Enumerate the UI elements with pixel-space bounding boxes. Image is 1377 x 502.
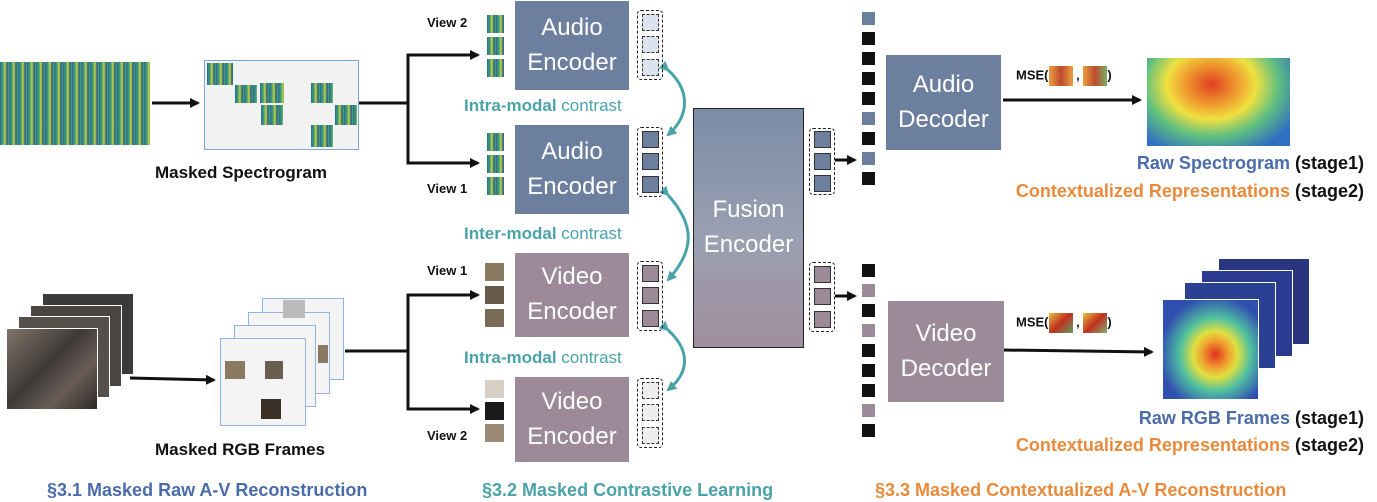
arc-intra-audio [658,60,686,137]
masked-frame-patch-side [318,345,328,363]
fusion-audio-tokens [809,128,835,195]
fusion-video-tokens [809,262,835,332]
audio-encoder-view1: Audio Encoder [515,125,629,214]
audio-decoder-token-column [862,12,875,185]
video-encoder-view1: Video Encoder [515,253,629,337]
intra-modal-audio-label: Intra-modal contrast [464,96,622,115]
video-view1-patches [485,263,504,327]
intra-modal-video-label: Intra-modal contrast [464,348,622,367]
video-decoder-token-column [862,264,875,437]
video-mse-label: MSE( , ) [1016,313,1112,333]
audio-view1-tokens [637,127,663,197]
masked-rgb-label: Masked RGB Frames [155,440,326,459]
audio-view1-label: View 1 [427,181,468,196]
section-3-1-caption: §3.1 Masked Raw A-V Reconstruction [47,480,368,500]
raw-spectrogram-image [0,62,150,145]
audio-raw-output-label: Raw Spectrogram (stage1) [1136,153,1364,173]
arrow-video-decoder-out [1002,346,1154,357]
audio-view2-tokens [637,10,663,80]
video-mse-pred-thumb [1083,313,1108,333]
section-3-2-caption: §3.2 Masked Contrastive Learning [482,480,774,500]
arrow-frames-to-masked [129,374,216,385]
inter-modal-label: Inter-modal contrast [464,224,622,243]
video-ctx-output-label: Contextualized Representations (stage2) [1015,435,1364,455]
video-mse-target-thumb [1048,313,1073,333]
audio-mse-target-thumb [1048,66,1073,86]
raw-spectrogram-heatmap [1147,58,1290,146]
audio-mse-label: MSE( , ) [1016,66,1112,86]
masked-spectrogram-label: Masked Spectrogram [155,163,327,182]
section-3-3-caption: §3.3 Masked Contextualized A-V Reconstru… [875,480,1287,500]
arc-inter-modal [658,185,690,282]
audio-view1-patches [487,133,504,195]
video-view1-tokens [637,261,663,331]
arrow-to-audio-view2 [358,50,480,105]
arrow-to-video-view1 [345,290,480,353]
audio-decoder: Audio Decoder [886,55,1001,150]
audio-view2-patches [487,15,504,77]
rgb-frame-front [6,328,98,410]
arc-intra-video [658,320,686,392]
video-view2-patches [485,380,504,442]
audio-ctx-output-label: Contextualized Representations (stage2) [1015,181,1364,201]
video-view1-label: View 1 [427,263,468,278]
arrow-to-audio-view1 [406,103,480,168]
masked-spectrogram-image [204,60,359,150]
video-view2-tokens [637,378,663,448]
arrow-to-video-view2 [406,351,480,414]
fusion-encoder: Fusion Encoder [693,108,804,348]
video-decoder: Video Decoder [888,301,1004,402]
rgb-heat-frame-1 [1162,299,1259,400]
audio-mse-pred-thumb [1083,66,1108,86]
video-raw-output-label: Raw RGB Frames (stage1) [1138,408,1364,428]
masked-frame-1 [220,338,306,426]
video-encoder-view2: Video Encoder [515,377,629,462]
masked-frame-patch-top [283,300,305,318]
audio-encoder-view2: Audio Encoder [515,1,629,90]
audio-view2-label: View 2 [427,15,468,30]
video-view2-label: View 2 [427,428,468,443]
